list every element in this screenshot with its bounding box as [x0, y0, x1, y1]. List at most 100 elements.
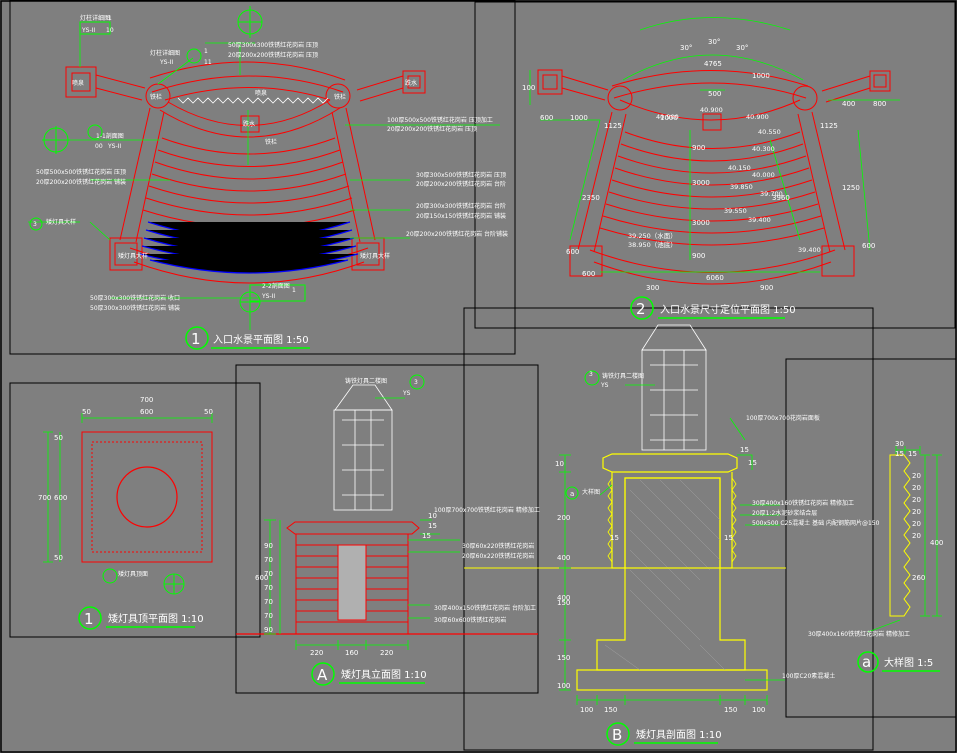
svg-text:900: 900	[760, 284, 773, 292]
svg-text:铁栏: 铁栏	[150, 93, 162, 101]
svg-text:100厚500x500铁锈红花岗岩 压顶加工: 100厚500x500铁锈红花岗岩 压顶加工	[387, 116, 493, 124]
svg-text:20厚200x200铁锈红花岗岩 压顶: 20厚200x200铁锈红花岗岩 压顶	[387, 125, 477, 133]
svg-text:39.250（水面）: 39.250（水面）	[628, 231, 677, 240]
lamp-elevation-text: 铸铁灯具二楼图 3 YS 10 15 15 90 70 70 70 70 70 …	[255, 377, 540, 657]
svg-text:700: 700	[38, 494, 51, 502]
svg-text:70: 70	[264, 598, 273, 606]
svg-text:跌水: 跌水	[243, 120, 255, 128]
svg-text:50厚300x300铁锈红花岗岩 收口: 50厚300x300铁锈红花岗岩 收口	[90, 294, 180, 302]
svg-text:2-2剖面图: 2-2剖面图	[262, 282, 290, 290]
svg-text:500: 500	[708, 90, 721, 98]
lamp-top-drawing	[43, 413, 213, 595]
plan-2-drawing	[529, 17, 900, 285]
callout-lamp-detail: 灯柱详细图	[80, 14, 110, 22]
svg-text:YS-II: YS-II	[261, 293, 275, 300]
svg-text:160: 160	[345, 649, 358, 657]
svg-text:矮灯具大样: 矮灯具大样	[46, 218, 76, 226]
view-number-plan-2: 2	[636, 300, 646, 318]
svg-text:20: 20	[912, 484, 921, 492]
svg-text:600: 600	[862, 242, 875, 250]
svg-text:200: 200	[557, 514, 570, 522]
svg-text:30厚400x160铁锈红花岗岩 精修加工: 30厚400x160铁锈红花岗岩 精修加工	[752, 499, 854, 507]
svg-text:300: 300	[646, 284, 659, 292]
svg-text:铸铁灯具二楼图: 铸铁灯具二楼图	[602, 372, 644, 380]
plan-1-drawing	[28, 6, 500, 330]
view-number-lamp-elevation: A	[317, 666, 328, 684]
svg-text:700: 700	[140, 396, 153, 404]
view-title-lamp-top: 矮灯具顶平面图 1:10	[108, 613, 204, 625]
plan-2-text: 30° 30° 30° 4765 500 600 1000 100 1125 1…	[522, 38, 886, 292]
frame-detail-a	[785, 358, 957, 718]
svg-text:30厚400x160铁锈红花岗岩 精修加工: 30厚400x160铁锈红花岗岩 精修加工	[808, 630, 910, 638]
svg-text:40.000: 40.000	[752, 171, 775, 179]
frame-plan-2	[474, 1, 956, 329]
view-number-detail-a: a	[862, 653, 871, 671]
svg-text:150: 150	[557, 654, 570, 662]
svg-text:400: 400	[842, 100, 855, 108]
detail-a-text: 30 15 15 20 20 20 20 20 20 260 400 30厚40…	[808, 440, 943, 638]
svg-text:11: 11	[204, 59, 212, 66]
svg-text:900: 900	[692, 252, 705, 260]
svg-text:30厚60x600铁锈红花岗岩: 30厚60x600铁锈红花岗岩	[434, 616, 506, 624]
svg-text:30°: 30°	[736, 44, 748, 52]
svg-text:15: 15	[724, 534, 733, 542]
detail-a-drawing	[867, 446, 942, 633]
svg-text:40.150: 40.150	[728, 164, 751, 172]
svg-text:3000: 3000	[692, 219, 710, 227]
frame-lamp-elevation	[235, 364, 539, 694]
view-title-lamp-section: 矮灯具剖面图 1:10	[636, 728, 722, 741]
svg-text:70: 70	[264, 584, 273, 592]
svg-text:260: 260	[912, 574, 925, 582]
view-title-detail-a: 大样图 1:5	[884, 656, 933, 669]
svg-text:矮灯具顶面: 矮灯具顶面	[118, 570, 148, 578]
svg-text:3: 3	[589, 371, 593, 378]
svg-text:600: 600	[255, 574, 268, 582]
svg-text:1125: 1125	[820, 122, 838, 130]
svg-text:100: 100	[580, 706, 593, 714]
svg-text:15: 15	[428, 522, 437, 530]
svg-text:50: 50	[204, 408, 213, 416]
svg-text:100: 100	[522, 84, 535, 92]
svg-text:20厚200x200铁锈红花岗岩 台阶铺装: 20厚200x200铁锈红花岗岩 台阶铺装	[406, 230, 508, 238]
svg-text:15: 15	[422, 532, 431, 540]
svg-text:50厚500x500铁锈红花岗岩 压顶: 50厚500x500铁锈红花岗岩 压顶	[36, 168, 126, 176]
svg-text:YS-II: YS-II	[107, 143, 121, 150]
svg-text:20: 20	[912, 508, 921, 516]
view-title-plan-1: 入口水景平面图 1:50	[213, 334, 309, 346]
svg-text:100厚700x700花岗岩面板: 100厚700x700花岗岩面板	[746, 414, 820, 422]
svg-text:跌水: 跌水	[405, 79, 417, 87]
svg-text:500x500 C25混凝土 基础 内配钢筋网片@150: 500x500 C25混凝土 基础 内配钢筋网片@150	[752, 519, 880, 527]
note-coping-1: 50厚300x300铁锈红花岗岩 压顶	[228, 41, 318, 49]
svg-text:3: 3	[414, 379, 418, 386]
svg-text:30厚60x220铁锈红花岗岩: 30厚60x220铁锈红花岗岩	[462, 542, 534, 550]
svg-text:39.400: 39.400	[748, 216, 771, 224]
svg-text:1: 1	[204, 48, 208, 55]
svg-text:2350: 2350	[582, 194, 600, 202]
svg-text:大样图: 大样图	[582, 488, 600, 496]
svg-text:1-1剖面图: 1-1剖面图	[96, 132, 124, 140]
svg-text:400: 400	[557, 594, 570, 602]
svg-text:220: 220	[310, 649, 323, 657]
svg-text:20厚1:2水泥砂浆结合层: 20厚1:2水泥砂浆结合层	[752, 509, 817, 517]
svg-text:1125: 1125	[604, 122, 622, 130]
svg-text:15: 15	[895, 450, 904, 458]
lamp-section-drawing	[464, 324, 786, 705]
svg-text:70: 70	[264, 556, 273, 564]
svg-text:灯柱详细图: 灯柱详细图	[150, 49, 180, 57]
svg-text:600: 600	[140, 408, 153, 416]
svg-text:600: 600	[54, 494, 67, 502]
svg-text:10: 10	[428, 512, 437, 520]
svg-text:50厚300x300铁锈红花岗岩 铺装: 50厚300x300铁锈红花岗岩 铺装	[90, 304, 180, 312]
svg-text:50: 50	[82, 408, 91, 416]
view-title-lamp-elevation: 矮灯具立面图 1:10	[341, 668, 427, 681]
svg-text:800: 800	[873, 100, 886, 108]
svg-text:400: 400	[557, 554, 570, 562]
svg-text:39.400: 39.400	[798, 246, 821, 254]
svg-text:100厚700x700铁锈红花岗岩 精修加工: 100厚700x700铁锈红花岗岩 精修加工	[434, 506, 540, 514]
svg-text:1: 1	[292, 287, 296, 294]
svg-text:喷泉: 喷泉	[255, 89, 267, 97]
svg-text:20: 20	[912, 532, 921, 540]
svg-text:YS: YS	[402, 390, 411, 397]
svg-text:30厚300x500铁锈红花岗岩 压顶: 30厚300x500铁锈红花岗岩 压顶	[416, 171, 506, 179]
